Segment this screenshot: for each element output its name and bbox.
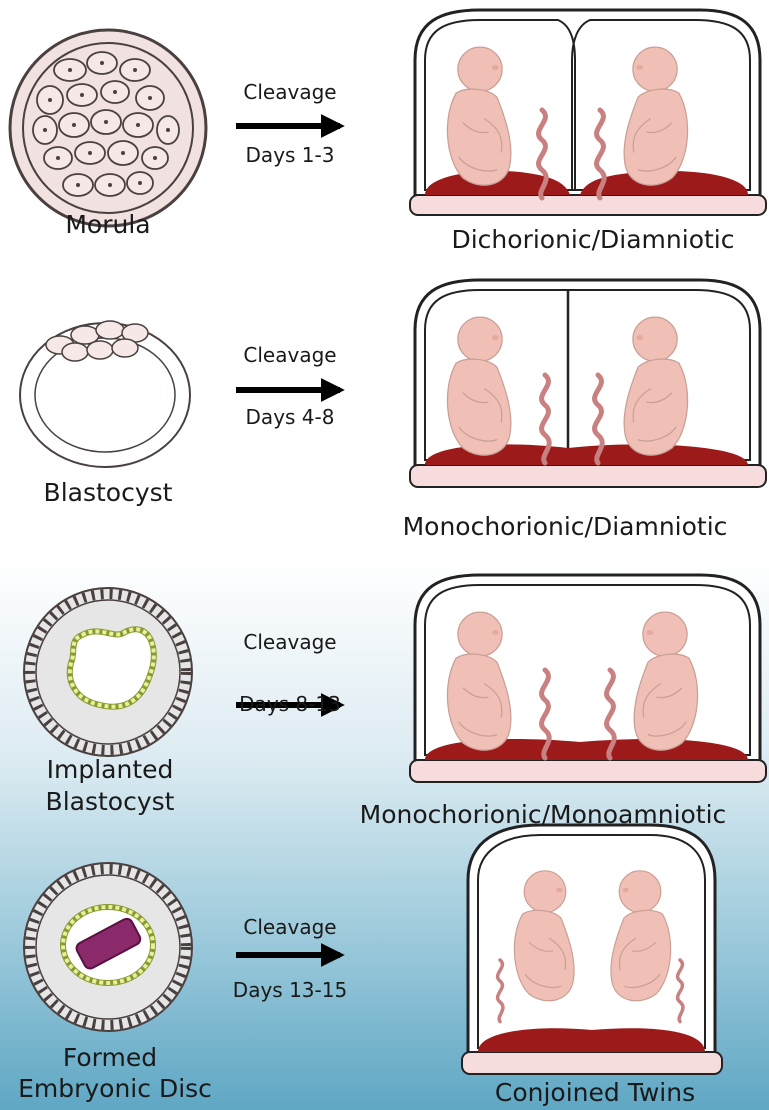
- cell-label-morula: Morula: [18, 210, 198, 239]
- blastocyst-icon: [20, 321, 190, 467]
- days-label: Days 4-8: [230, 405, 350, 429]
- implanted-blastocyst-icon: [24, 588, 192, 756]
- days-label: Days 1-3: [230, 143, 350, 167]
- cell-label-blastocyst-2: Blastocyst: [10, 787, 210, 816]
- days-label: Days 13-15: [230, 978, 350, 1002]
- cell-label-formed: Formed: [10, 1043, 210, 1072]
- dichorionic-twins-icon: [410, 10, 766, 215]
- cell-label-embryonic-disc: Embryonic Disc: [0, 1074, 230, 1103]
- morula-icon: [10, 30, 206, 226]
- cleavage-label: Cleavage: [230, 630, 350, 654]
- days-label: Days 8-13: [230, 692, 350, 716]
- monochorionic-monoamniotic-twins-icon: [410, 575, 766, 782]
- twin-label: Dichorionic/Diamniotic: [418, 225, 768, 254]
- monochorionic-diamniotic-twins-icon: [410, 280, 766, 487]
- cleavage-label: Cleavage: [230, 343, 350, 367]
- twin-label: Monochorionic/Monoamniotic: [320, 800, 766, 829]
- embryonic-disc-icon: [24, 863, 192, 1031]
- cell-label-implanted: Implanted: [10, 755, 210, 784]
- cleavage-label: Cleavage: [230, 80, 350, 104]
- twin-label: Monochorionic/Diamniotic: [365, 512, 765, 541]
- cleavage-label: Cleavage: [230, 915, 350, 939]
- cell-label-blastocyst: Blastocyst: [18, 478, 198, 507]
- conjoined-twins-icon: [462, 825, 722, 1074]
- twin-label: Conjoined Twins: [440, 1078, 750, 1107]
